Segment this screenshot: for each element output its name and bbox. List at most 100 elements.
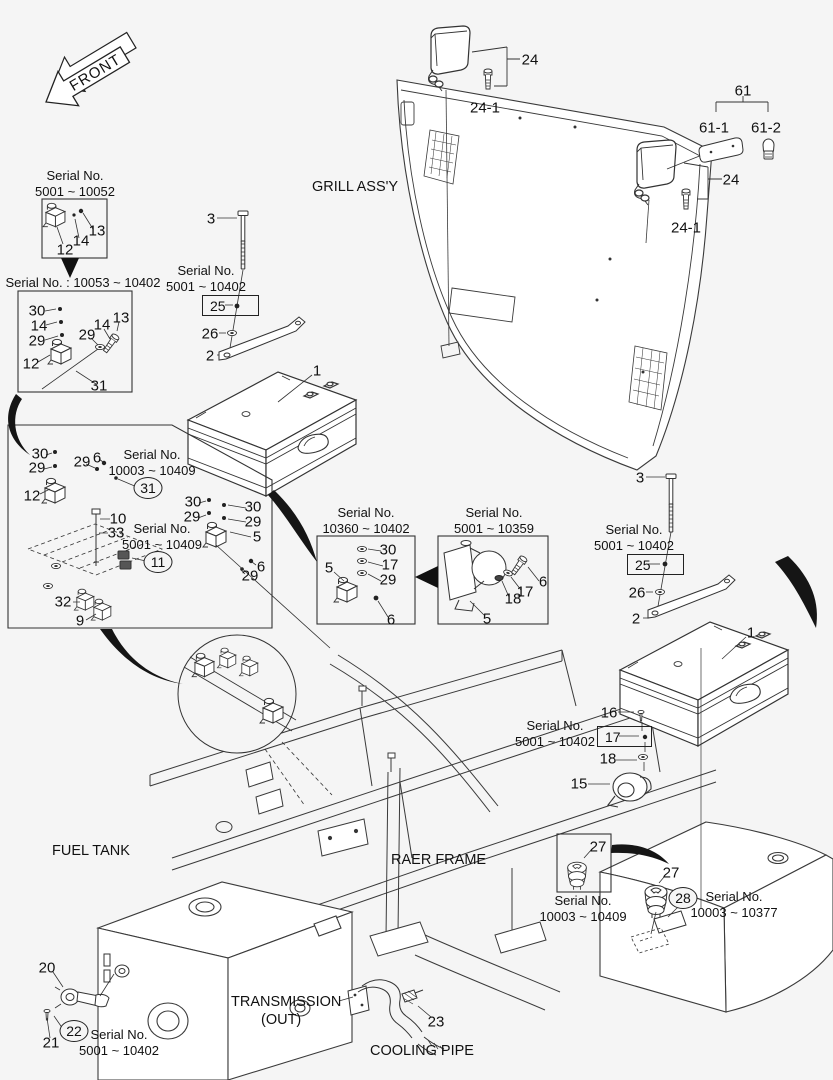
part-callout-number: 17 [381, 556, 399, 574]
serial-number-note: Serial No. 10003 ~ 10409 [539, 893, 626, 924]
battery-bracket-icon [218, 316, 306, 361]
left-arrow-icon [415, 566, 438, 588]
part-callout: 24-1 [470, 101, 500, 116]
part-callout: 21 [43, 1036, 60, 1051]
part-callout: 30 [29, 304, 46, 319]
part-callout: 12 [57, 243, 74, 258]
part-callout-number: 29 [244, 513, 262, 531]
battery-bolt-icon [237, 210, 249, 270]
part-callout-number: 13 [112, 309, 130, 327]
part-callout-number: 30 [244, 498, 262, 516]
serial-number-note: Serial No. 5001 ~ 10402 [79, 1027, 159, 1058]
serial-number-note: Serial No. 5001 ~ 10402 [515, 718, 595, 749]
part-callout: 14 [94, 318, 111, 333]
part-callout: 30 [245, 500, 262, 515]
part-callout-number: 29 [183, 508, 201, 526]
component-label-text: GRILL ASS'Y [312, 179, 399, 195]
part-callout-number: 14 [93, 316, 111, 334]
serial-note-line2: 5001 ~ 10359 [454, 520, 534, 536]
detail-inset-circle [177, 634, 333, 807]
part-callout-number: 61-1 [698, 119, 730, 137]
part-callout: 15 [571, 777, 588, 792]
part-callout: 29 [29, 334, 46, 349]
part-callout: 6 [387, 613, 395, 628]
part-callout-number: 32 [54, 593, 72, 611]
part-callout: 10 [110, 512, 127, 527]
lamp-leader-lines [471, 46, 769, 200]
part-callout: 6 [93, 451, 101, 466]
part-callout-number: 30 [379, 541, 397, 559]
part-callout-number: 29 [379, 571, 397, 589]
part-callout: 5 [483, 612, 491, 627]
serial-note-line1: Serial No. [90, 1027, 148, 1042]
part-callout-number: 24-1 [670, 219, 702, 237]
part-callout: 26 [629, 586, 646, 601]
serial-number-note: Serial No. 5001 ~ 10402 [166, 263, 246, 294]
part-callout: 30 [380, 543, 397, 558]
part-callout: 29 [380, 573, 397, 588]
part-callout-number: 16 [600, 704, 618, 722]
relay-box1 [42, 202, 94, 245]
serial-number-note: Serial No. 5001 ~ 10402 [594, 522, 674, 553]
part-callout-number: 30 [184, 493, 202, 511]
part-callout: 12 [23, 357, 40, 372]
relay-box2 [37, 307, 121, 390]
component-label: GRILL ASS'Y [312, 179, 398, 195]
part-callout-number: 21 [42, 1034, 60, 1052]
serial-note-line1: Serial No. [123, 447, 181, 462]
part-callout: 14 [73, 234, 90, 249]
part-callout-number: 6 [386, 611, 396, 629]
part-callout: 18 [600, 752, 617, 767]
part-callout-number: 29 [28, 459, 46, 477]
part-callout-number: 12 [56, 241, 74, 259]
part-callout-number: 30 [28, 302, 46, 320]
part-callout-number: 31 [140, 480, 156, 496]
relay-box-10360 [333, 545, 389, 618]
serial-number-note: Serial No. 10360 ~ 10402 [322, 505, 409, 536]
part-callout: 30 [185, 495, 202, 510]
part-callout-circled: 31 [133, 477, 163, 499]
part-callout-number: 10 [109, 510, 127, 528]
part-callout: 33 [108, 526, 125, 541]
part-callout: 6 [257, 560, 265, 575]
part-callout: 2 [206, 349, 214, 364]
serial-note-line2: 5001 ~ 10402 [515, 733, 595, 749]
serial-number-note: Serial No. 5001 ~ 10359 [454, 505, 534, 536]
part-callout: 2 [632, 612, 640, 627]
part-callout-number: 61 [734, 82, 752, 100]
serial-note-line2: 10003 ~ 10409 [539, 908, 627, 924]
part-callout-number: 14 [30, 317, 48, 335]
nut-icon [234, 303, 240, 309]
grill-panel [396, 79, 713, 471]
serial-note-line2: 10003 ~ 10377 [690, 904, 778, 920]
nut-icon [662, 561, 668, 567]
fuel-tank-left [96, 881, 354, 1080]
part-callout-number: 20 [38, 959, 56, 977]
relay-big-box [26, 450, 331, 649]
component-label: (OUT) [261, 1012, 301, 1028]
component-label: RAER FRAME [391, 852, 486, 868]
front-arrow: FRONT [45, 31, 137, 107]
serial-note-line1: Serial No. [337, 505, 395, 520]
part-callout-number: 24-1 [469, 99, 501, 117]
part-callout: 24-1 [671, 221, 701, 236]
part-callout: 3 [636, 471, 644, 486]
part-callout-number: 1 [312, 362, 322, 380]
part-callout: 29 [245, 515, 262, 530]
serial-note-line1: Serial No. [705, 889, 763, 904]
part-callout: 13 [113, 311, 130, 326]
fuel-tank-right [598, 821, 833, 1013]
part-callout-number: 24 [722, 171, 740, 189]
component-label-text: (OUT) [261, 1012, 302, 1028]
serial-note-line2: 10360 ~ 10402 [322, 520, 410, 536]
serial-note-line2: 5001 ~ 10402 [166, 278, 246, 294]
part-callout-number: 33 [107, 524, 125, 542]
part-callout: 30 [32, 447, 49, 462]
part-callout-number: 5 [482, 610, 492, 628]
part-callout-boxed: 17 [597, 726, 652, 747]
serial-number-note: Serial No. 10003 ~ 10409 [108, 447, 195, 478]
part-callout: 1 [313, 364, 321, 379]
part-callout: 61 [735, 84, 752, 99]
